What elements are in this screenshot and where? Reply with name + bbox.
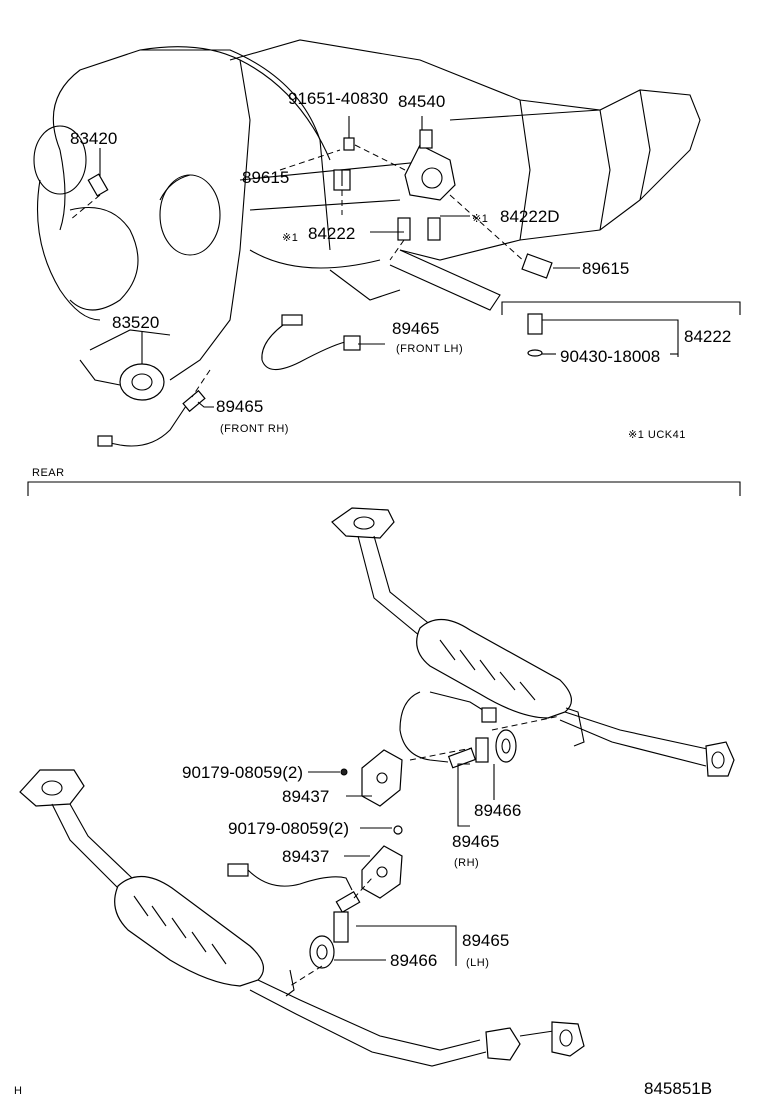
gasket-89466-rh-part [495,729,517,763]
leader-lines-upper [69,116,741,408]
oxygen-sensor-rh-part [399,691,497,769]
label-89437-a: 89437 [282,787,329,806]
label-90179-08059-a: 90179-08059(2) [182,763,303,782]
oxygen-sensor-lh-part [227,863,361,943]
sensor-84540-part [404,129,456,201]
plug-83420-part [87,173,109,197]
bolt-91651-part [343,126,355,151]
label-lh: (LH) [466,957,489,969]
label-89466-rh: 89466 [474,801,521,820]
label-89465-front-rh: 89465 [216,397,263,416]
note-uck41: ※1 UCK41 [628,429,686,441]
labels-upper: 91651-40830 84540 83420 89615 ※1 84222D … [70,89,731,441]
exhaust-lh-drawing [19,769,585,1067]
label-91651-40830: 91651-40830 [288,89,388,108]
corner-mark: H [14,1085,22,1097]
sensor-83520-part [119,363,165,401]
switch-89615b-part [521,253,553,279]
label-84222-mark: ※1 [282,232,298,244]
exhaust-rh-drawing [331,507,735,777]
label-84222d: 84222D [500,207,560,226]
cover-89437-rh-part [340,749,403,807]
label-90179-08059-b: 90179-08059(2) [228,819,349,838]
label-90430-18008: 90430-18008 [560,347,660,366]
gasket-89466-lh-part [309,935,335,969]
switch-84222-detail-part [527,313,543,357]
label-84222-a: 84222 [308,224,355,243]
rear-section-divider: REAR [27,467,741,496]
label-rear: REAR [32,467,65,479]
labels-lower: 90179-08059(2) 89437 89466 89465 (RH) 90… [14,763,712,1098]
label-89465-lh: 89465 [462,931,509,950]
label-89465-rh: 89465 [452,832,499,851]
label-front-lh: (FRONT LH) [396,343,463,355]
label-rh: (RH) [454,857,479,869]
label-83420: 83420 [70,129,117,148]
engine-assembly-drawing [33,39,701,386]
oxygen-sensor-front-lh-part [261,314,361,371]
cover-89437-lh-part [361,825,403,899]
oxygen-sensor-front-rh-part [97,389,206,447]
label-89437-b: 89437 [282,847,329,866]
label-front-rh: (FRONT RH) [220,423,289,435]
label-84540: 84540 [398,92,445,111]
diagram-code: 845851B [644,1079,712,1098]
label-89615-b: 89615 [582,259,629,278]
label-89465-front-lh: 89465 [392,319,439,338]
label-89466-lh: 89466 [390,951,437,970]
label-84222d-mark: ※1 [472,213,488,225]
switch-84222d-part [397,217,441,241]
label-83520: 83520 [112,313,159,332]
leader-lines-lower [289,715,561,987]
label-84222-b: 84222 [684,327,731,346]
label-89615-a: 89615 [242,168,289,187]
